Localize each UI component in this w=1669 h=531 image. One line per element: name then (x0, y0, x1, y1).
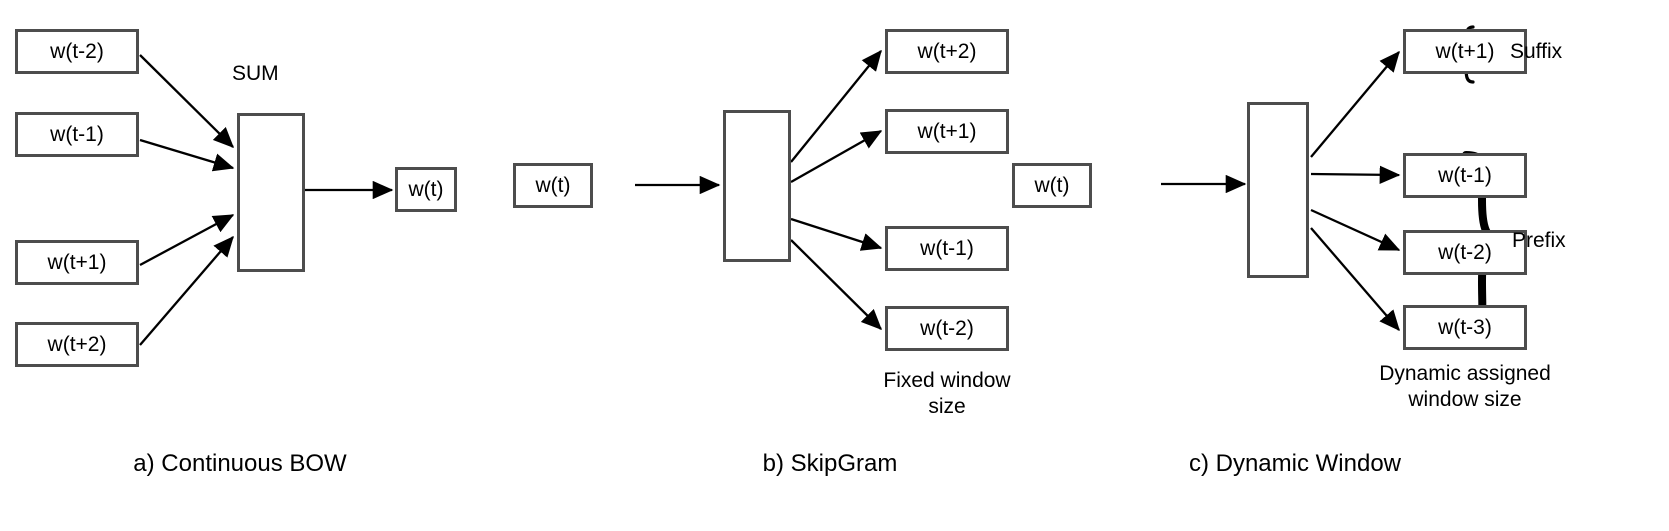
panel-a-input-box-4[interactable]: w(t+2) (15, 322, 139, 367)
arrow-hidden-to-wtm1-c (1310, 165, 1401, 184)
panel-a-sum-label: SUM (232, 62, 279, 85)
panel-b-note-line-2: size (928, 395, 966, 419)
panel-c-note-line-1: Dynamic assigned (1379, 362, 1551, 385)
panel-c-output-box-4[interactable]: w(t-3) (1403, 305, 1527, 350)
panel-b-note: Fixed window size (820, 368, 1074, 421)
panel-a-output-label: w(t) (408, 177, 444, 201)
panel-b-output-box-1[interactable]: w(t+2) (885, 29, 1009, 74)
panel-c-output-label-1: w(t+1) (1435, 39, 1495, 63)
panel-b-output-label-2: w(t+1) (917, 119, 977, 143)
panel-b-hidden-node[interactable] (723, 110, 791, 262)
panel-c-note-line-2: window size (1408, 388, 1522, 412)
panel-b-input-label: w(t) (535, 173, 571, 197)
panel-c-prefix-label: Prefix (1512, 229, 1566, 252)
panel-c-note: Dynamic assigned window size (1275, 361, 1655, 414)
arrow-hidden-to-wt2-b (790, 49, 882, 163)
panel-c-output-label-3: w(t-2) (1438, 240, 1492, 264)
panel-c-output-box-2[interactable]: w(t-1) (1403, 153, 1527, 198)
panel-a-input-label-4: w(t+2) (47, 332, 107, 356)
panel-b-output-label-1: w(t+2) (917, 39, 977, 63)
panel-a-input-box-1[interactable]: w(t-2) (15, 29, 139, 74)
panel-c-hidden-node[interactable] (1247, 102, 1309, 278)
arrow-wt1-to-sum (139, 213, 235, 267)
arrow-hidden-to-wtm2-c (1310, 208, 1401, 252)
panel-b-output-label-4: w(t-2) (920, 316, 974, 340)
panel-c-output-label-4: w(t-3) (1438, 315, 1492, 339)
arrow-wt-1-to-sum (139, 138, 235, 172)
panel-c-output-box-1[interactable]: w(t+1) (1403, 29, 1527, 74)
panel-b-note-line-1: Fixed window (883, 369, 1011, 392)
panel-b-arrows (635, 49, 883, 330)
arrow-hidden-to-wtm1-b (790, 217, 883, 251)
panel-c-input-box[interactable]: w(t) (1012, 163, 1092, 208)
panel-c-output-box-3[interactable]: w(t-2) (1403, 230, 1527, 275)
panel-b-output-label-3: w(t-1) (920, 236, 974, 260)
panel-a-input-label-3: w(t+1) (47, 250, 107, 274)
panel-a-caption: a) Continuous BOW (133, 450, 347, 477)
panel-a-input-box-3[interactable]: w(t+1) (15, 240, 139, 285)
arrow-wt2-to-sum (139, 235, 234, 346)
arrow-hidden-to-wt1-b (790, 129, 883, 184)
panel-a-input-label-1: w(t-2) (50, 39, 104, 63)
arrow-hidden-to-wtm2-b (790, 239, 882, 330)
panel-c-output-label-2: w(t-1) (1438, 163, 1492, 187)
panel-a-output-box[interactable]: w(t) (395, 167, 457, 212)
panel-b-output-box-3[interactable]: w(t-1) (885, 226, 1009, 271)
panel-c-input-label: w(t) (1034, 173, 1070, 197)
panel-a-sum-node[interactable] (237, 113, 305, 272)
arrow-hidden-to-wtm3-c (1310, 227, 1400, 332)
panel-a-input-box-2[interactable]: w(t-1) (15, 112, 139, 157)
panel-a-input-label-2: w(t-1) (50, 122, 104, 146)
panel-a-arrows (139, 54, 394, 346)
panel-c-suffix-label: Suffix (1510, 40, 1563, 63)
panel-b-output-box-4[interactable]: w(t-2) (885, 306, 1009, 351)
arrow-hidden-to-wt1-c (1310, 50, 1400, 158)
panel-b-caption: b) SkipGram (762, 450, 898, 477)
panel-c-arrows (1161, 50, 1401, 332)
arrow-wt-2-to-sum (139, 54, 234, 148)
panel-b-input-box[interactable]: w(t) (513, 163, 593, 208)
panel-c-caption: c) Dynamic Window (1188, 450, 1402, 477)
panel-b-output-box-2[interactable]: w(t+1) (885, 109, 1009, 154)
